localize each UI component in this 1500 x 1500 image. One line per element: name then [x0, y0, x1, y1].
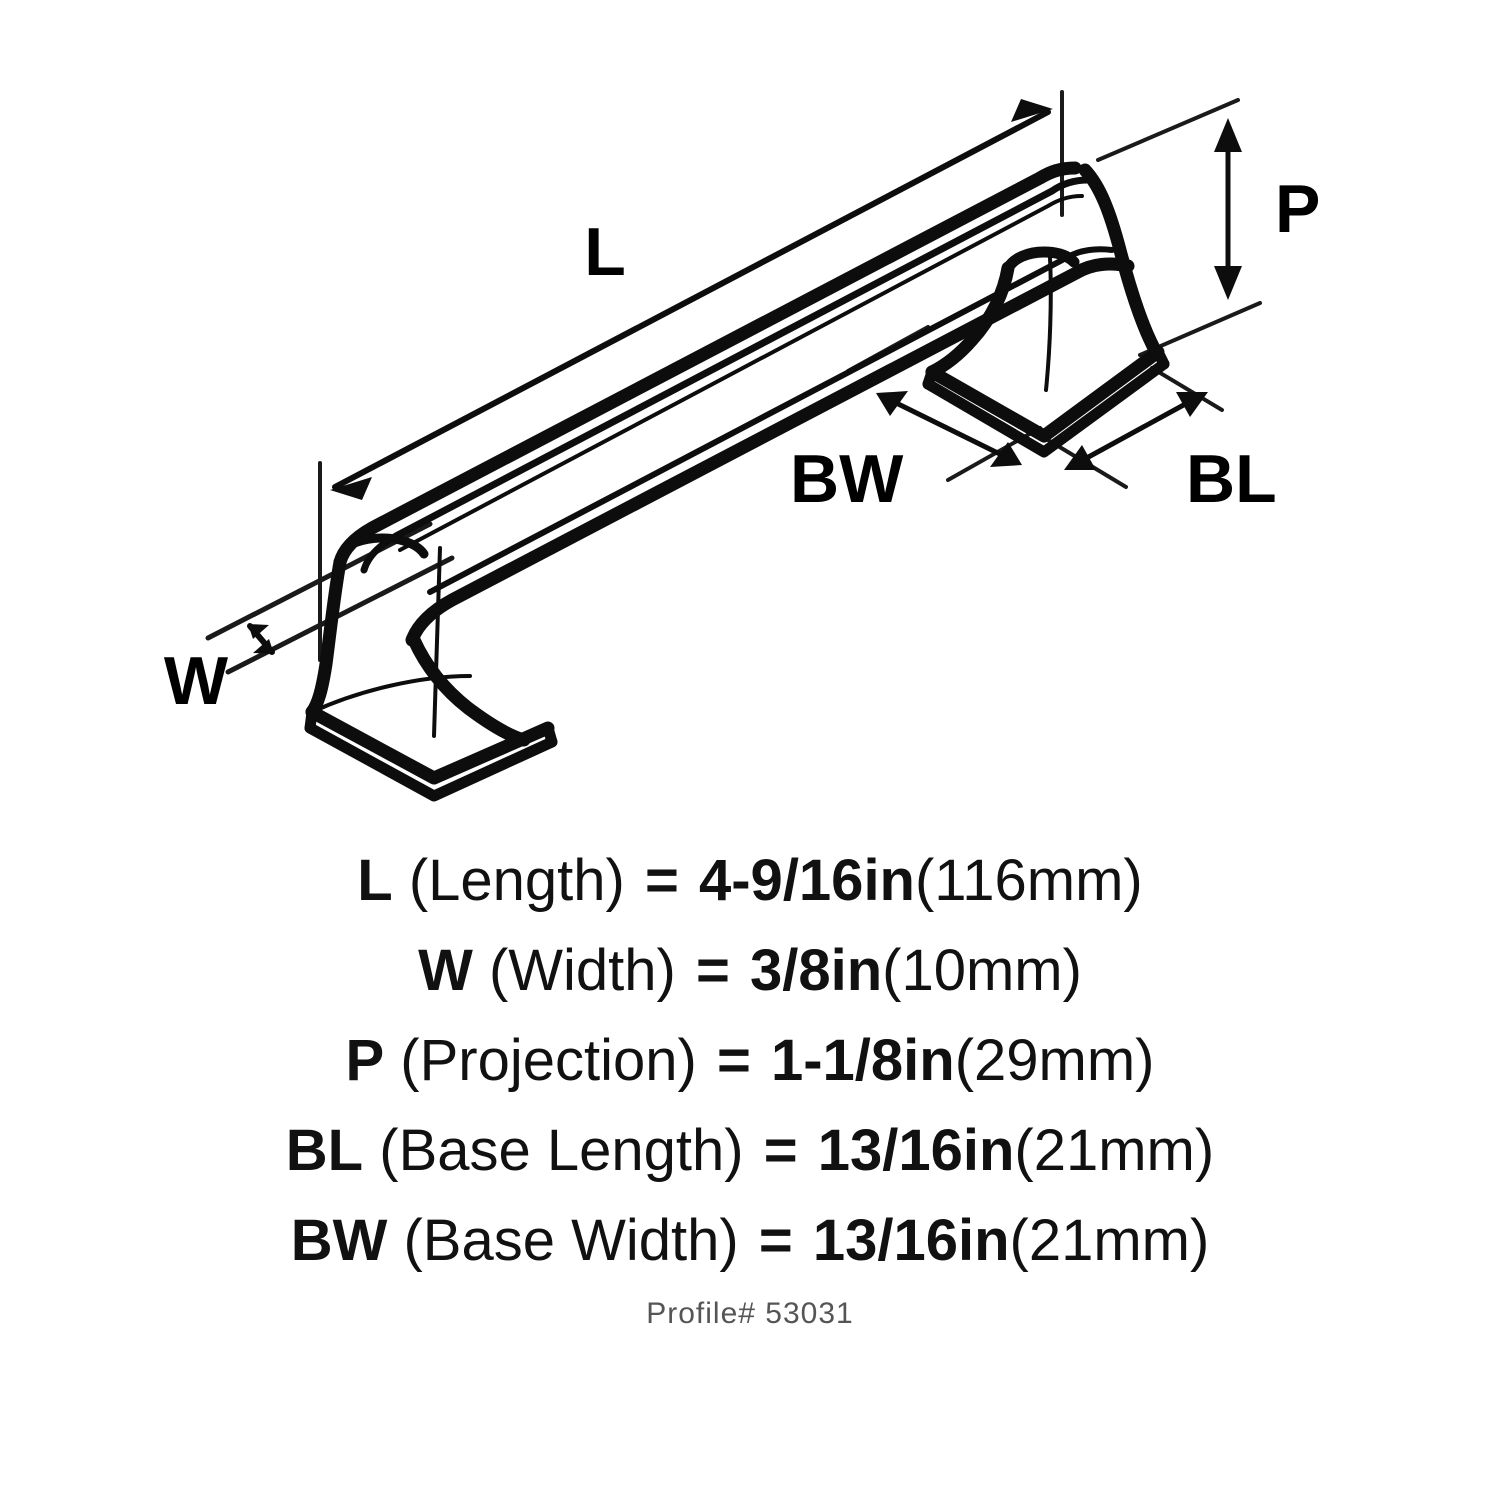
- spec-row-projection: P (Projection) = 1-1/8in(29mm): [0, 1016, 1500, 1106]
- right-base-plate-left-edge: [922, 366, 938, 390]
- length-label: L: [584, 214, 626, 290]
- spec-metric: (21mm): [1014, 1118, 1215, 1183]
- spec-row-base-length: BL (Base Length) = 13/16in(21mm): [0, 1106, 1500, 1196]
- spec-metric: (116mm): [914, 848, 1143, 913]
- spec-description: (Base Length): [379, 1118, 744, 1183]
- left-foot-right-flank: [407, 633, 531, 747]
- spec-description: (Length): [408, 848, 625, 913]
- left-foot-neck-arc: [345, 533, 429, 559]
- bar-front-lower-edge: [405, 257, 1135, 647]
- left-base-plate-back-edge: [310, 674, 472, 714]
- spec-metric: (29mm): [954, 1028, 1155, 1093]
- specification-list: L (Length) = 4-9/16in(116mm) W (Width) =…: [0, 836, 1500, 1286]
- bar-crest-line: [360, 176, 1092, 574]
- left-base-plate-right-edge: [542, 722, 558, 748]
- projection-arrowhead-top: [1214, 118, 1242, 152]
- width-arrow: [247, 623, 275, 655]
- right-foot-neck-top: [1002, 246, 1080, 274]
- left-foot-left-flank: [305, 555, 347, 719]
- profile-number: Profile# 53031: [646, 1297, 854, 1330]
- spec-value: 4-9/16in: [698, 848, 915, 913]
- spec-symbol: P: [345, 1028, 385, 1093]
- base-length-extension-upper: [1150, 366, 1224, 412]
- base-length-dimension: [1064, 392, 1208, 470]
- right-foot-left-flank: [925, 261, 1015, 379]
- bar-highlight-line: [398, 194, 1084, 552]
- bar-top-edge: [333, 161, 1082, 569]
- right-foot-right-flank: [1078, 163, 1163, 359]
- spec-equals: =: [695, 938, 730, 1003]
- cabinet-pull-diagram: L W: [164, 90, 1320, 802]
- left-base-plate-left-edge: [304, 706, 318, 734]
- base-width-arrowhead-lower: [990, 442, 1022, 467]
- right-foot-center-crease: [1044, 256, 1053, 392]
- base-length-arrowhead-upper: [1176, 392, 1208, 417]
- base-width-arrowhead-upper: [876, 391, 908, 416]
- length-dimension-line: [332, 109, 1051, 490]
- projection-dimension: [1214, 118, 1242, 300]
- spec-symbol: BW: [290, 1208, 388, 1273]
- base-width-label: BW: [790, 441, 904, 517]
- diagram-area: L W: [164, 90, 1320, 802]
- spec-equals: =: [716, 1028, 751, 1093]
- spec-row-base-width: BW (Base Width) = 13/16in(21mm): [0, 1196, 1500, 1286]
- spec-metric: (21mm): [1009, 1208, 1210, 1273]
- length-arrowhead-right: [1011, 99, 1053, 122]
- pull-handle-drawing: [304, 161, 1170, 802]
- right-base-plate-right-edge: [1152, 346, 1170, 370]
- width-arrowhead-upper: [248, 624, 269, 639]
- left-foot-center-crease: [432, 546, 442, 738]
- spec-equals: =: [763, 1118, 798, 1183]
- spec-symbol: BL: [285, 1118, 364, 1183]
- spec-symbol: W: [418, 938, 473, 1003]
- left-base-plate-thickness: [304, 722, 558, 802]
- spec-metric: (10mm): [882, 938, 1082, 1003]
- width-arrowhead-lower: [253, 639, 274, 654]
- spec-value: 13/16in: [812, 1208, 1010, 1273]
- projection-arrowhead-bottom: [1214, 266, 1242, 300]
- spec-symbol: L: [357, 848, 393, 913]
- length-dimension: [330, 99, 1053, 500]
- base-length-arrowhead-lower: [1064, 445, 1096, 470]
- base-length-dimension-line: [1069, 393, 1203, 469]
- spec-value: 13/16in: [817, 1118, 1015, 1183]
- spec-description: (Base Width): [403, 1208, 739, 1273]
- spec-equals: =: [644, 848, 679, 913]
- right-base-plate-thickness: [922, 358, 1170, 458]
- length-arrowhead-left: [330, 477, 372, 500]
- spec-description: (Projection): [400, 1028, 697, 1093]
- spec-value: 3/8in: [749, 938, 883, 1003]
- projection-label: P: [1275, 171, 1320, 247]
- base-width-dimension-line: [881, 394, 1017, 464]
- base-length-label: BL: [1186, 441, 1277, 517]
- spec-row-length: L (Length) = 4-9/16in(116mm): [0, 836, 1500, 926]
- projection-extension-upper: [1096, 98, 1240, 162]
- left-base-plate-top: [305, 705, 555, 785]
- spec-description: (Width): [488, 938, 676, 1003]
- spec-value: 1-1/8in: [770, 1028, 955, 1093]
- spec-row-width: W (Width) = 3/8in(10mm): [0, 926, 1500, 1016]
- spec-equals: =: [758, 1208, 793, 1273]
- width-label: W: [164, 643, 229, 719]
- base-width-dimension: [876, 391, 1022, 467]
- right-base-plate-top: [925, 345, 1165, 443]
